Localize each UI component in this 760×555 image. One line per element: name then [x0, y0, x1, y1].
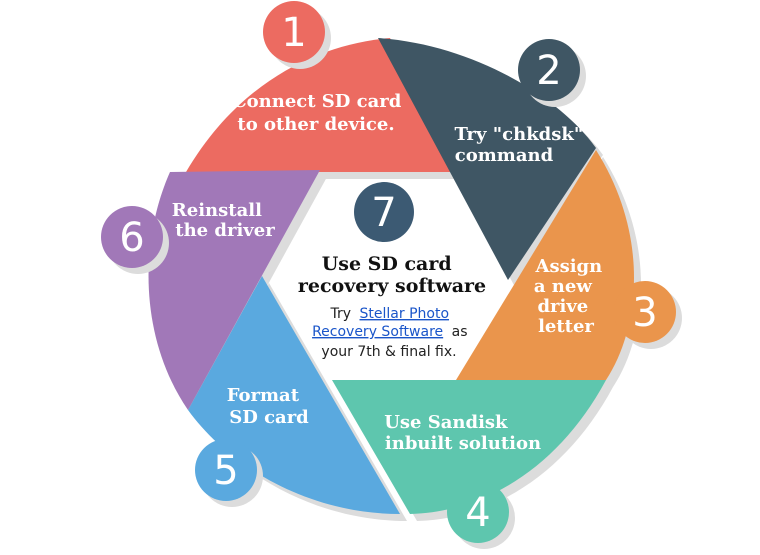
step-2-badge-circle: [518, 39, 580, 101]
segment-1: [186, 38, 456, 172]
step-4-number: 4: [465, 490, 490, 536]
step-6-badge-circle: [101, 206, 163, 268]
step-6-number: 6: [119, 215, 144, 261]
step-2-badge: 2: [518, 39, 580, 101]
step-7-try-text: Try: [330, 306, 352, 322]
segment-6: [148, 170, 320, 410]
step-1-badge-circle: [263, 1, 325, 63]
step-3-number: 3: [632, 290, 657, 336]
stellar-link-line-2[interactable]: Recovery Software: [312, 324, 443, 340]
step-7-description: Try Stellar Photo Recovery Software as y…: [312, 306, 472, 360]
step-7-as-text: as: [452, 324, 468, 340]
step-7-title: Use SD card recovery software: [298, 253, 486, 297]
segment-3: [456, 150, 634, 380]
step-1-badge: 1: [263, 1, 325, 63]
step-3-label: Assign a new drive letter: [534, 256, 609, 337]
step-6-badge: 6: [101, 206, 163, 268]
step-5-badge: 5: [195, 439, 257, 501]
step-2-number: 2: [536, 48, 561, 94]
segment-4: [332, 380, 606, 514]
step-7-center: 7 Use SD card recovery software Try Stel…: [298, 182, 486, 360]
step-7-number: 7: [371, 190, 396, 236]
step-4-badge-circle: [447, 481, 509, 543]
step-5-label: Format SD card: [227, 385, 309, 428]
step-2-label: Try "chkdsk" command: [454, 124, 589, 166]
step-4-badge: 4: [447, 481, 509, 543]
step-6-label: Reinstall the driver: [172, 200, 275, 241]
step-5-number: 5: [213, 448, 238, 494]
step-5-badge-circle: [195, 439, 257, 501]
step-3-badge: 3: [614, 281, 676, 343]
step-7-badge-circle: [354, 182, 414, 242]
step-3-badge-circle: [614, 281, 676, 343]
stellar-link-line-1[interactable]: Stellar Photo: [360, 306, 450, 322]
step-1-number: 1: [281, 10, 306, 56]
step-4-label: Use Sandisk inbuilt solution: [384, 412, 541, 454]
step-1-label: Connect SD card to other device.: [232, 91, 407, 135]
